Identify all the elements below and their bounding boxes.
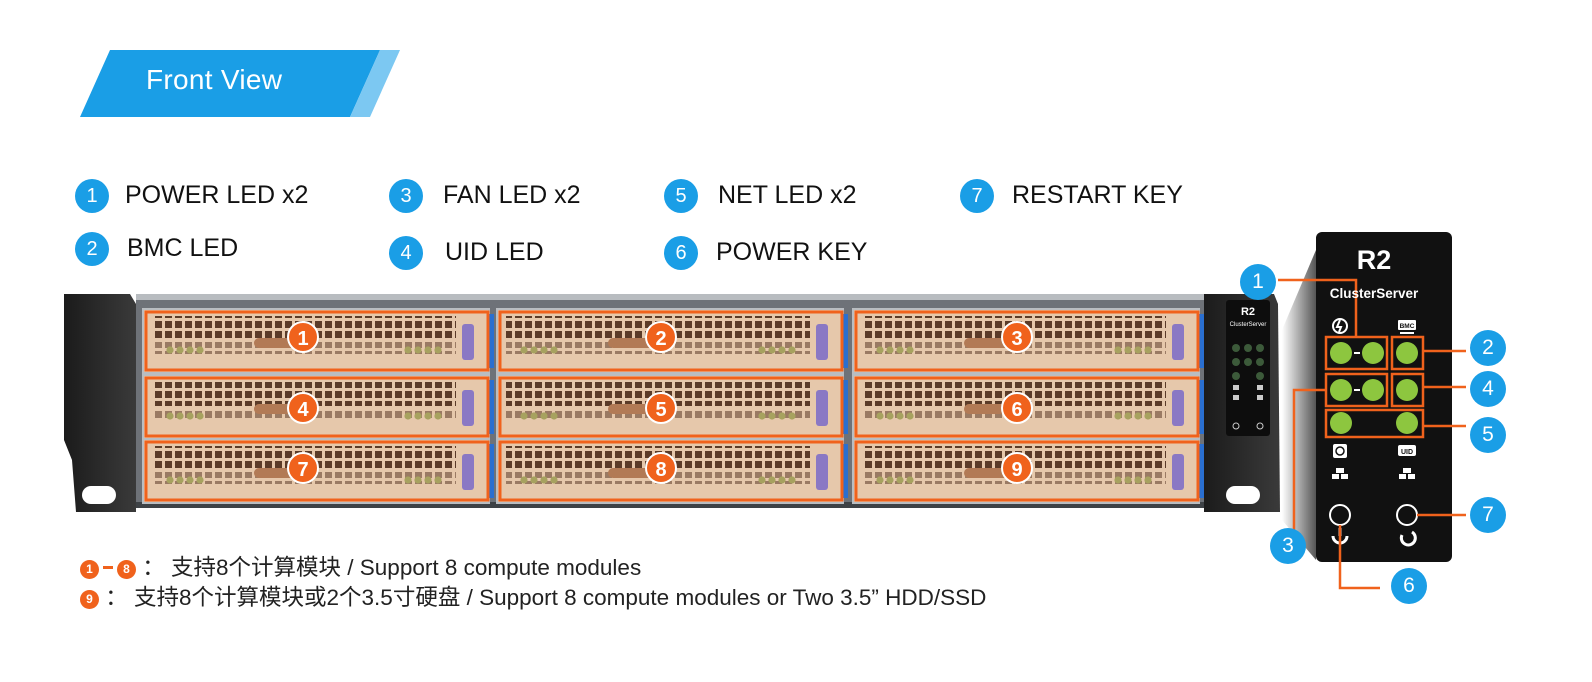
legend-num-5: 5 bbox=[664, 179, 698, 213]
svg-text:UID: UID bbox=[1401, 449, 1413, 456]
callout-5: 5 bbox=[1470, 417, 1506, 453]
legend-num-1: 1 bbox=[75, 179, 109, 213]
legend-num-3: 3 bbox=[389, 179, 423, 213]
power-led-1 bbox=[1330, 342, 1352, 364]
note-text-2: ： 支持8个计算模块或2个3.5寸硬盘 / Support 8 compute … bbox=[105, 585, 987, 610]
slot-label-2: 2 bbox=[645, 321, 677, 353]
drive-tray bbox=[142, 374, 494, 440]
callout-6: 6 bbox=[1391, 568, 1427, 604]
bmc-icon bbox=[1398, 320, 1416, 330]
bmc-led bbox=[1396, 342, 1418, 364]
uid-icon bbox=[1398, 445, 1416, 456]
note-line-2: 9 ： 支持8个计算模块或2个3.5寸硬盘 / Support 8 comput… bbox=[80, 580, 986, 612]
panel-subtitle: ClusterServer bbox=[1329, 286, 1419, 301]
legend-num-7: 7 bbox=[960, 179, 994, 213]
fan-led-2 bbox=[1362, 379, 1384, 401]
legend-label-uid-led: UID LED bbox=[445, 238, 544, 266]
uid-led bbox=[1396, 379, 1418, 401]
slot-label-9: 9 bbox=[1001, 452, 1033, 484]
callout-3: 3 bbox=[1270, 528, 1306, 564]
legend-num-2: 2 bbox=[75, 232, 109, 266]
mini-front-panel bbox=[1226, 300, 1270, 436]
right-ear-hole bbox=[1226, 486, 1260, 504]
note-dash bbox=[103, 566, 113, 569]
panel-title: R2 bbox=[1356, 245, 1392, 275]
section-banner bbox=[80, 50, 400, 117]
slot-label-8: 8 bbox=[645, 452, 677, 484]
callout-4: 4 bbox=[1470, 371, 1506, 407]
callout-2: 2 bbox=[1470, 330, 1506, 366]
net-led-1 bbox=[1330, 412, 1352, 434]
legend-num-6: 6 bbox=[664, 236, 698, 270]
callout-1: 1 bbox=[1240, 264, 1276, 300]
fan-led-1 bbox=[1330, 379, 1352, 401]
left-ear-hole bbox=[82, 486, 116, 504]
slot-label-4: 4 bbox=[287, 392, 319, 424]
mini-panel-title: R2 bbox=[1241, 306, 1255, 318]
legend-label-net-led: NET LED x2 bbox=[718, 181, 857, 209]
slot-label-5: 5 bbox=[645, 392, 677, 424]
legend-label-fan-led: FAN LED x2 bbox=[443, 181, 581, 209]
slot-label-7: 7 bbox=[287, 452, 319, 484]
legend-label-power-led: POWER LED x2 bbox=[125, 181, 309, 209]
callout-7: 7 bbox=[1470, 497, 1506, 533]
legend-num-4: 4 bbox=[389, 236, 423, 270]
svg-text:BMC: BMC bbox=[1400, 323, 1415, 330]
slot-label-6: 6 bbox=[1001, 392, 1033, 424]
slot-label-3: 3 bbox=[1001, 321, 1033, 353]
left-rack-ear bbox=[64, 294, 136, 512]
slot-label-1: 1 bbox=[287, 321, 319, 353]
mini-panel-subtitle: ClusterServer bbox=[1230, 322, 1267, 328]
note-text-1: ： 支持8个计算模块 / Support 8 compute modules bbox=[142, 555, 642, 580]
restart-key-icon bbox=[1399, 530, 1417, 547]
note-badge-end: 8 bbox=[117, 560, 136, 579]
fan-icon bbox=[1333, 444, 1347, 458]
net-icon-2 bbox=[1399, 468, 1415, 479]
net-icon-1 bbox=[1332, 468, 1348, 479]
section-title: Front View bbox=[146, 64, 283, 95]
note-badge-9: 9 bbox=[80, 590, 99, 609]
legend-label-power-key: POWER KEY bbox=[716, 238, 868, 266]
power-led-icon bbox=[1332, 318, 1348, 334]
legend-label-restart-key: RESTART KEY bbox=[1012, 181, 1183, 209]
power-led-2 bbox=[1362, 342, 1384, 364]
net-led-2 bbox=[1396, 412, 1418, 434]
note-badge-start: 1 bbox=[80, 560, 99, 579]
front-panel-zoom: BMC UID bbox=[1278, 232, 1466, 590]
legend-label-bmc-led: BMC LED bbox=[127, 234, 239, 262]
